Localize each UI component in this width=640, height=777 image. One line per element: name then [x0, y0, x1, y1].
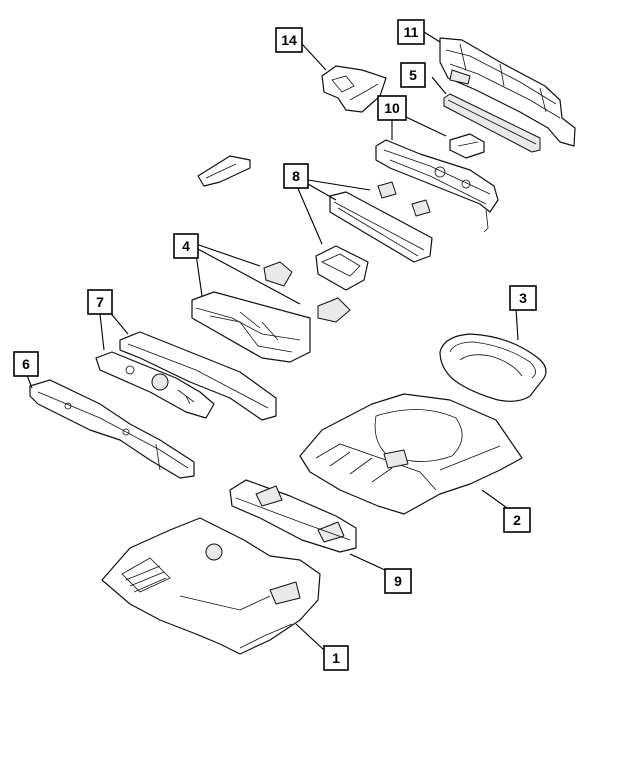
callout-label: 1: [332, 650, 340, 666]
part-3-tire-tub: [439, 333, 547, 402]
callout-label: 14: [281, 32, 297, 48]
callout-2: 2: [503, 507, 531, 533]
callout-label: 4: [182, 238, 190, 254]
part-4-tunnel-pan: [191, 261, 351, 363]
callout-label: 11: [404, 24, 419, 40]
callout-label: 9: [394, 573, 402, 589]
part-2-rear-floor-pan: [299, 393, 523, 515]
part-11-rear-panel: [439, 37, 576, 147]
callout-10: 10: [377, 95, 407, 121]
callout-4: 4: [173, 233, 199, 259]
callout-label: 7: [96, 294, 104, 310]
callout-9: 9: [384, 568, 412, 594]
callout-3: 3: [509, 285, 537, 311]
callout-label: 5: [409, 67, 417, 83]
callout-label: 8: [292, 168, 300, 184]
callout-7: 7: [87, 289, 113, 315]
part-7-center-rails: [95, 331, 277, 421]
part-1-front-floor-pan: [101, 517, 321, 655]
callout-label: 3: [519, 290, 527, 306]
part-14-bracket: [321, 65, 387, 113]
part-6-side-rail: [29, 379, 195, 479]
part-5-crossbar: [443, 93, 541, 159]
part-8-channel: [315, 181, 433, 291]
small-bracket: [197, 155, 251, 187]
callout-11: 11: [397, 19, 425, 45]
part-9-crossmember: [229, 479, 357, 553]
callout-5: 5: [400, 62, 426, 88]
part-10-crossmember: [375, 139, 499, 233]
callout-6: 6: [13, 351, 39, 377]
callout-label: 6: [22, 356, 30, 372]
callout-8: 8: [283, 163, 309, 189]
callout-label: 2: [513, 512, 521, 528]
callout-14: 14: [275, 27, 303, 53]
callout-label: 10: [384, 100, 400, 116]
callout-1: 1: [323, 645, 349, 671]
